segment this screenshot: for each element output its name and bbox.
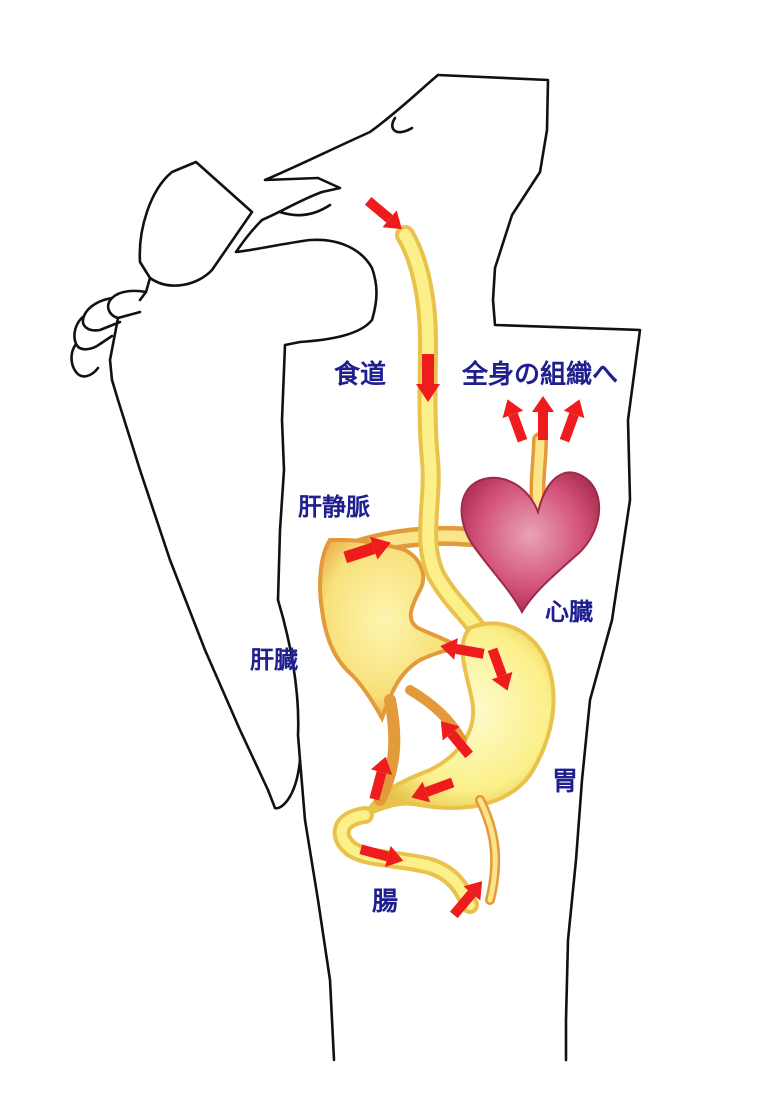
arrow-stomach-to-portal xyxy=(411,777,455,803)
label-to-tissues: 全身の組織へ xyxy=(461,359,618,390)
arrow-intestine-up xyxy=(450,881,483,919)
label-hepatic-vein: 肝静脈 xyxy=(298,493,370,521)
arrow-to-tissues-left xyxy=(502,399,528,443)
arrow-portal-up xyxy=(369,756,393,801)
arrow-esophagus-down xyxy=(416,354,440,402)
body-outline xyxy=(70,73,642,1062)
liver xyxy=(318,538,469,723)
arrow-into-stomach xyxy=(487,647,513,691)
arrow-to-tissues-center xyxy=(532,396,554,440)
label-stomach: 胃 xyxy=(552,767,578,797)
heart xyxy=(460,471,601,615)
arrow-liver-to-heart xyxy=(343,536,391,564)
label-esophagus: 食道 xyxy=(334,359,386,390)
arrow-stomach-to-liver xyxy=(440,638,485,660)
label-liver: 肝臓 xyxy=(250,646,298,674)
label-intestine: 腸 xyxy=(372,887,398,917)
flow-arrows xyxy=(343,197,585,919)
label-heart: 心臓 xyxy=(545,598,593,626)
arrow-mouth-to-esophagus xyxy=(364,197,402,230)
stomach xyxy=(360,621,556,819)
arrow-stomach-vessel-up xyxy=(440,721,473,759)
arrow-to-tissues-right xyxy=(559,399,585,443)
arrow-intestine-right xyxy=(359,844,404,868)
